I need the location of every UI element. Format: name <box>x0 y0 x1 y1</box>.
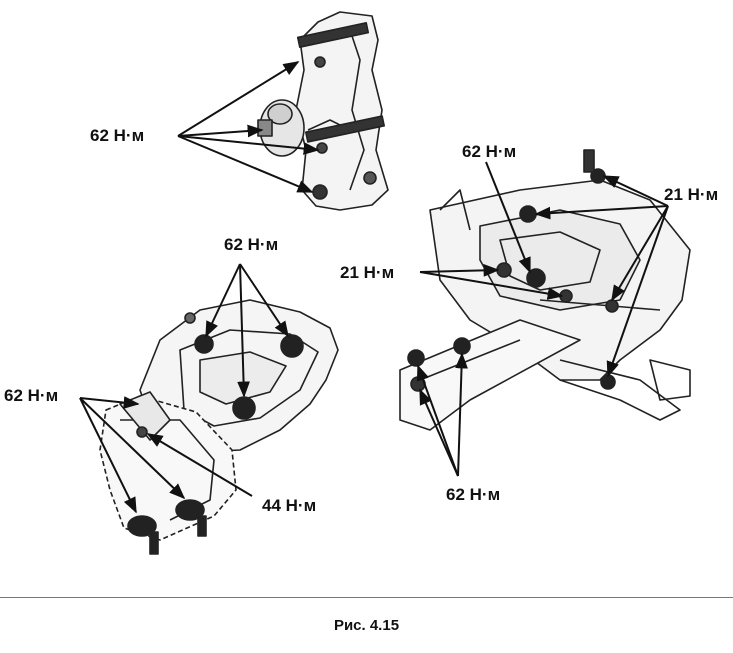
right-engine-mount-drawing <box>399 149 691 431</box>
torque-label-right-bottom: 62 Н·м <box>446 485 501 504</box>
torque-label-left-center-top: 62 Н·м <box>224 235 279 254</box>
torque-label-left-side: 62 Н·м <box>4 386 59 405</box>
left-transmission-mount-drawing <box>99 299 339 555</box>
torque-label-right-left: 21 Н·м <box>340 263 395 282</box>
upper-engine-mount-drawing <box>257 11 389 211</box>
torque-label-right-upper-right: 21 Н·м <box>664 185 719 204</box>
caption-divider <box>0 597 733 598</box>
figure-caption: Рис. 4.15 <box>333 617 400 634</box>
leader-arrows <box>79 61 669 514</box>
torque-label-left-lower-right: 44 Н·м <box>262 496 317 515</box>
torque-label-top-mount: 62 Н·м <box>90 126 145 145</box>
torque-label-right-top: 62 Н·м <box>462 142 517 161</box>
